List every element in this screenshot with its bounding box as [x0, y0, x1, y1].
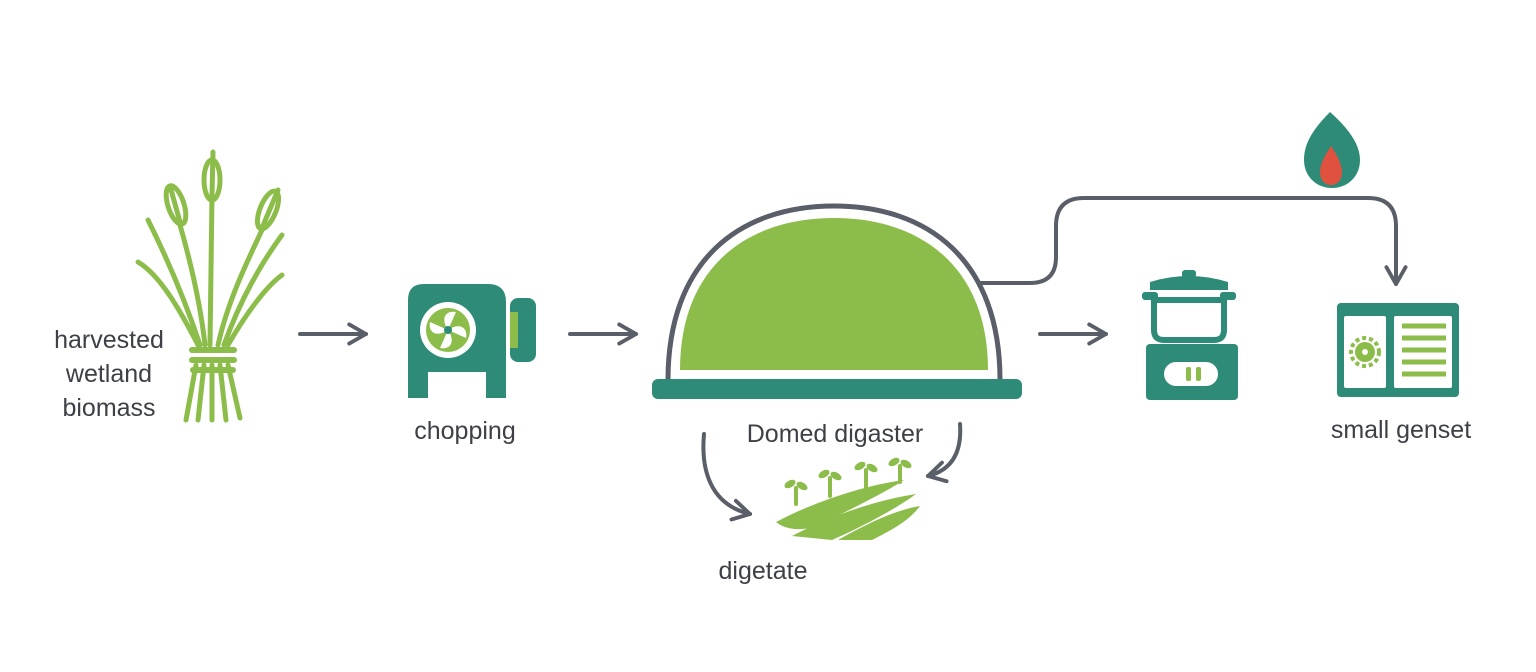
- biomass-label: harvested wetland biomass: [36, 323, 182, 425]
- chopping-label: chopping: [414, 417, 516, 445]
- biomass-label-line-2: wetland: [65, 360, 153, 388]
- cattail-bundle-icon: [135, 149, 285, 423]
- arrow-digester-to-digetate-right: [926, 422, 963, 484]
- crop-field-icon: [776, 457, 920, 540]
- genset-icon: [1337, 303, 1459, 397]
- gas-pipe-arrow: [978, 196, 1408, 286]
- dome-digester-icon: [652, 203, 1022, 399]
- biomass-label-line-1: harvested: [54, 326, 164, 354]
- digetate-label: digetate: [718, 557, 808, 585]
- arrow-digester-to-digetate-left: [701, 432, 752, 522]
- digester-label: Domed digaster: [746, 420, 924, 448]
- chopper-machine-icon: [408, 284, 536, 398]
- biomass-label-line-3: biomass: [62, 394, 156, 422]
- flame-icon: [1304, 112, 1360, 188]
- genset-label: small genset: [1330, 416, 1472, 444]
- cooking-stove-icon: [1142, 270, 1238, 400]
